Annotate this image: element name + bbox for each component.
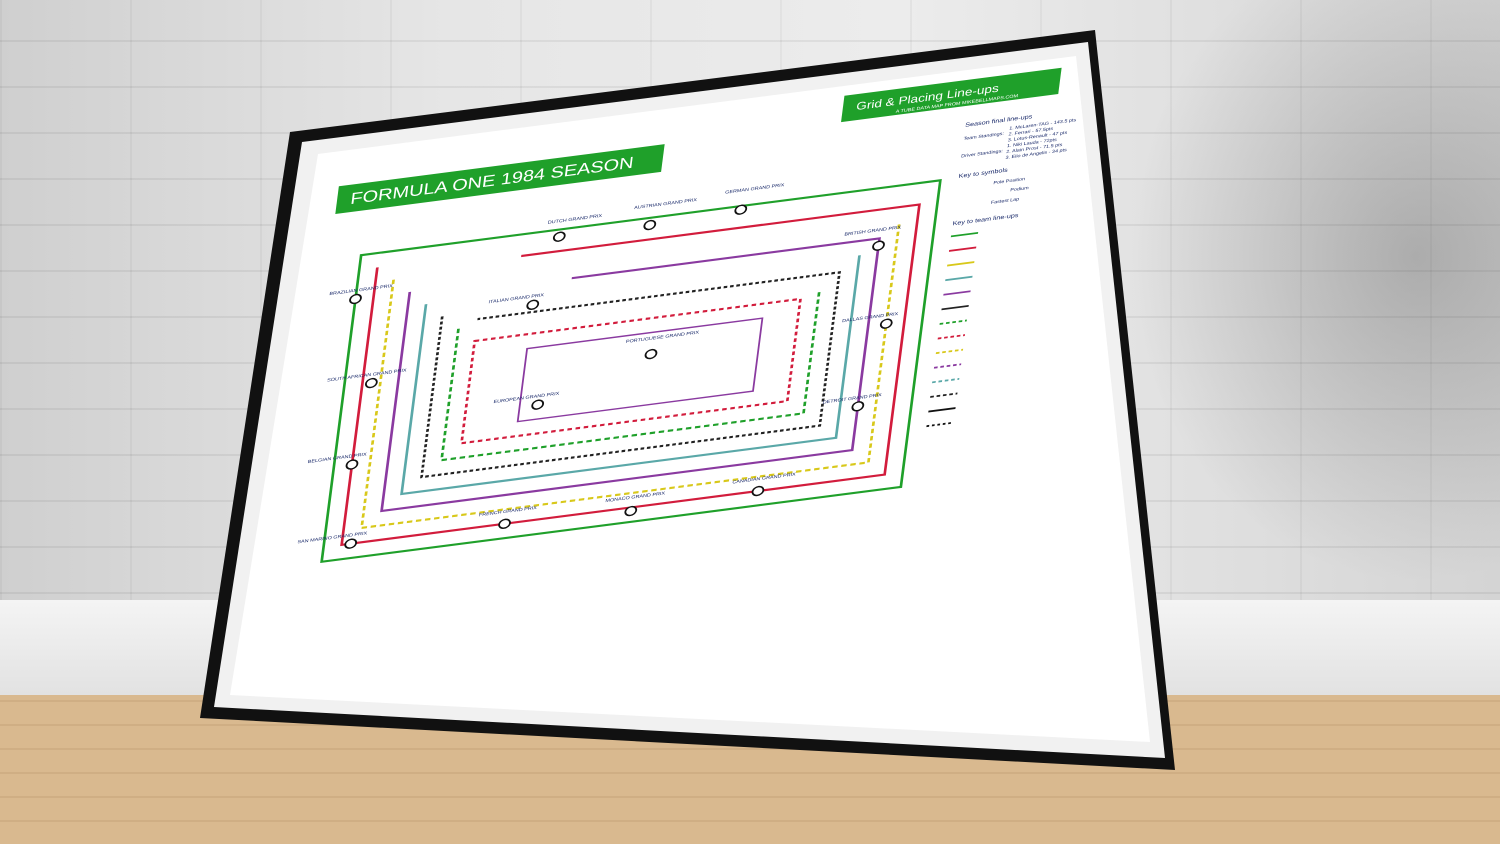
swatch-purple bbox=[943, 290, 971, 296]
title-bar bbox=[335, 144, 665, 215]
line-green-dash bbox=[440, 289, 821, 462]
legend-driver-1: 1. Niki Lauda - 72pts bbox=[1007, 137, 1058, 149]
station-sanmarino bbox=[344, 538, 358, 549]
swatch-green bbox=[950, 231, 979, 238]
station-dutch bbox=[552, 231, 566, 242]
swatch-yellow-2 bbox=[935, 348, 964, 355]
swatch-black bbox=[928, 407, 956, 413]
swatch-yellow bbox=[947, 261, 975, 267]
swatch-black-2 bbox=[926, 421, 954, 428]
line-inner bbox=[516, 317, 764, 423]
station-detroit bbox=[851, 401, 865, 412]
legend-symbol-pole: Pole Position bbox=[993, 177, 1026, 186]
station-canada bbox=[751, 485, 765, 497]
legend-swatches bbox=[926, 231, 979, 428]
station-italy bbox=[526, 299, 540, 310]
station-brazil bbox=[349, 293, 362, 305]
line-red bbox=[340, 203, 921, 547]
legend-team-label: Team Standings: bbox=[963, 131, 1004, 142]
station-belgium bbox=[345, 459, 359, 470]
legend-team-2: 2. Ferrari - 57.5pts bbox=[1008, 126, 1054, 137]
station-dallas bbox=[879, 318, 893, 329]
legend-symbol-fastest: Fastest Lap bbox=[990, 197, 1019, 206]
swatch-green-2 bbox=[939, 319, 967, 325]
station-southafrica bbox=[365, 377, 378, 389]
station-portugal bbox=[644, 348, 658, 360]
legend-driver-label: Driver Standings: bbox=[961, 149, 1003, 160]
swatch-teal-2 bbox=[932, 377, 960, 384]
station-austria bbox=[643, 219, 657, 231]
station-britain bbox=[872, 240, 885, 251]
swatch-red-2 bbox=[937, 334, 966, 340]
legend-symbol-podium: Podium bbox=[1010, 185, 1029, 193]
swatch-teal bbox=[945, 275, 973, 282]
swatch-dark bbox=[941, 304, 969, 311]
line-yellow bbox=[360, 221, 901, 530]
plant-shadow bbox=[1080, 0, 1500, 640]
line-dark bbox=[420, 271, 841, 479]
subtitle-bar bbox=[841, 67, 1062, 123]
swatch-red bbox=[948, 246, 977, 252]
station-europe bbox=[531, 399, 545, 410]
line-purple bbox=[380, 237, 881, 513]
station-france bbox=[498, 518, 511, 529]
stations bbox=[344, 204, 893, 549]
station-monaco bbox=[624, 505, 638, 517]
station-germany bbox=[734, 204, 748, 215]
line-teal bbox=[400, 255, 861, 496]
tube-lines bbox=[320, 179, 942, 564]
line-green bbox=[320, 179, 942, 564]
line-red-dash bbox=[460, 297, 802, 445]
swatch-purple-2 bbox=[933, 363, 962, 369]
